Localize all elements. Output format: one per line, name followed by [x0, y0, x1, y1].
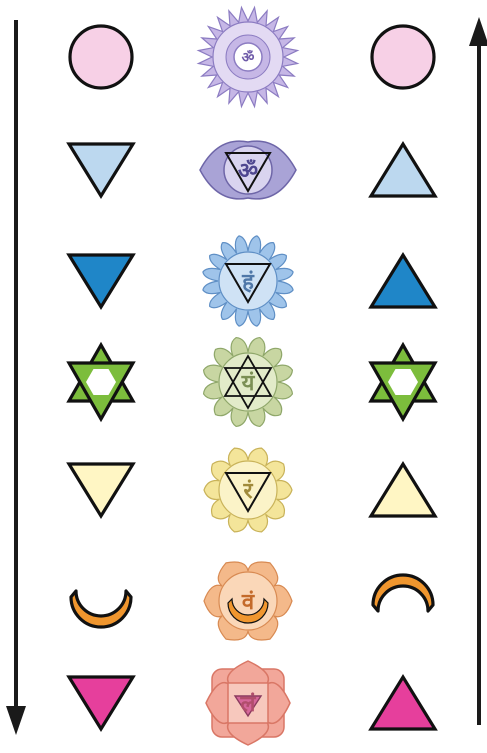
hexagram-icon — [371, 345, 435, 419]
bija-syllable: वं — [241, 590, 255, 615]
right-element-symbol — [371, 464, 435, 516]
upward-triangle-icon — [371, 255, 435, 307]
left-element-symbol — [69, 345, 133, 419]
chakra-row-throat: हं — [69, 236, 435, 326]
upward-triangle-icon — [371, 144, 435, 196]
arrow-up-icon — [469, 17, 487, 725]
left-element-symbol — [69, 677, 133, 729]
downward-triangle-icon — [69, 255, 133, 307]
chakra-mandala-icon: ॐ — [200, 141, 296, 199]
downward-triangle-icon — [69, 677, 133, 729]
downward-triangle-icon — [69, 464, 133, 516]
right-element-symbol — [371, 345, 435, 419]
downward-triangle-icon — [69, 144, 133, 196]
arrow-down-icon — [6, 20, 26, 735]
right-element-symbol — [371, 677, 435, 729]
chakra-row-solar-plexus: रं — [69, 448, 435, 532]
circle-symbol — [372, 26, 434, 88]
chakra-row-third-eye: ॐ — [69, 141, 435, 199]
chakra-row-heart: यं — [69, 338, 435, 427]
upward-triangle-icon — [371, 677, 435, 729]
right-element-symbol — [372, 26, 434, 88]
left-element-symbol — [69, 464, 133, 516]
chakra-rows: ॐ ॐ हं यं रं वं लं — [69, 7, 435, 751]
left-element-symbol — [71, 591, 131, 627]
right-element-symbol — [371, 144, 435, 196]
crescent-moon-icon — [71, 591, 131, 627]
bija-syllable: ॐ — [242, 49, 255, 66]
chakra-row-sacral: वं — [71, 562, 433, 640]
chakra-row-root: लं — [69, 655, 435, 751]
chakra-mandala-icon: हं — [203, 236, 293, 326]
chakra-row-crown: ॐ — [70, 7, 434, 106]
inverted-crescent-moon-icon — [373, 575, 433, 611]
left-element-symbol — [69, 144, 133, 196]
bija-syllable: यं — [241, 371, 256, 396]
chakra-mandala-icon: लं — [200, 655, 296, 751]
left-element-symbol — [69, 255, 133, 307]
upward-triangle-icon — [371, 464, 435, 516]
chakra-mandala-icon: यं — [204, 338, 293, 427]
bija-syllable: रं — [243, 479, 254, 504]
chakra-mandala-icon: वं — [204, 562, 292, 640]
chakra-mandala-icon: ॐ — [198, 7, 297, 106]
right-element-symbol — [373, 575, 433, 611]
right-element-symbol — [371, 255, 435, 307]
hexagram-icon — [69, 345, 133, 419]
left-element-symbol — [70, 26, 132, 88]
bija-syllable: ॐ — [238, 159, 258, 184]
circle-symbol — [70, 26, 132, 88]
chakra-mandala-icon: रं — [204, 448, 292, 532]
bija-syllable: लं — [240, 692, 257, 717]
bija-syllable: हं — [241, 270, 255, 295]
